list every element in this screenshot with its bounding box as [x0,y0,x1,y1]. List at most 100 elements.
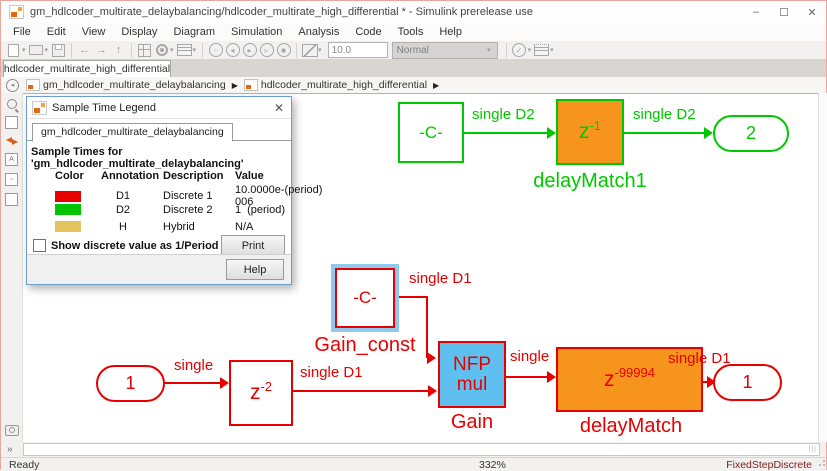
simulation-mode-value: Normal [396,44,429,56]
table-row[interactable]: D1 Discrete 1 10.0000e-006(period) [55,184,322,208]
signal-label: single D1 [300,364,363,381]
build-dropdown-icon[interactable]: ▾ [550,47,554,54]
vertical-scrollbar[interactable] [818,93,827,442]
arrowhead-icon [707,376,716,388]
signal-routing-icon[interactable] [4,136,20,146]
model-browser-toggle-icon[interactable]: ◂ [6,78,19,92]
image-annotation-icon[interactable]: ▫ [4,173,20,186]
delaymatch1-block[interactable]: z-1 [556,99,624,165]
delaymatch-block[interactable]: z-99994 [556,347,703,412]
minimize-button[interactable]: – [752,6,760,18]
block-name-gain-const[interactable]: Gain_const [314,334,416,356]
simulation-mode-select[interactable]: Normal▾ [391,41,498,59]
breadcrumb-item-root[interactable]: gm_hdlcoder_multirate_delaybalancing [43,79,226,91]
simulation-display-icon[interactable] [301,42,318,58]
inport1-block[interactable]: 1 [96,365,165,402]
zoom-icon[interactable] [4,99,20,109]
description-cell: Discrete 2 [163,203,213,216]
menu-analysis[interactable]: Analysis [298,26,340,38]
fast-restart-icon[interactable]: ◦ [207,42,224,58]
document-tab-bar: hdlcoder_multirate_high_differential [1,60,826,78]
dialog-tab[interactable]: gm_hdlcoder_multirate_delaybalancing [32,123,233,142]
dialog-title-bar[interactable]: Sample Time Legend ✕ [27,97,291,119]
wire-const1-to-delaymatch1[interactable] [464,132,547,134]
breadcrumb-separator-icon[interactable]: ▶ [433,80,440,90]
block-name-gain[interactable]: Gain [450,411,494,433]
menu-view[interactable]: View [81,26,106,38]
model-config-icon[interactable] [176,42,193,58]
maximize-button[interactable]: ☐ [779,6,789,19]
breadcrumb-separator-icon[interactable]: ▶ [231,80,238,90]
model-config-dropdown-icon[interactable]: ▾ [192,47,197,54]
table-row[interactable]: D2 Discrete 2 1(period) [55,201,287,218]
scrollbar-grip-icon: ||| [808,446,817,453]
fit-to-view-icon[interactable] [4,116,20,129]
print-button[interactable]: Print [221,235,285,256]
outport2-block[interactable]: 2 [713,115,789,152]
gain-nfp-mul-block[interactable]: NFP mul [438,341,506,408]
save-model-icon[interactable] [50,42,67,58]
status-solver[interactable]: FixedStepDiscrete [726,458,812,471]
table-row[interactable]: H Hybrid N/A [55,218,287,235]
menu-display[interactable]: Display [121,26,158,38]
wire-z2-to-gain[interactable] [293,390,428,392]
constant-block-green[interactable]: -C- [398,102,464,163]
breadcrumb-item-subsystem[interactable]: hdlcoder_multirate_high_differential [260,79,428,91]
wire-gain-to-delaymatch[interactable] [506,376,547,378]
value-cell: 10.0000e-006 [235,184,285,208]
model-advisor-dropdown-icon[interactable]: ▾ [527,47,532,54]
menu-file[interactable]: File [13,26,31,38]
new-model-dropdown-icon[interactable]: ▾ [22,47,26,54]
wire-gainconst-v[interactable] [426,296,428,358]
menu-help[interactable]: Help [439,26,462,38]
stop-icon[interactable]: ■ [275,42,292,58]
show-1-over-period-checkbox[interactable] [33,239,46,252]
new-model-icon[interactable] [5,42,22,58]
annotation-icon[interactable]: A [4,153,20,166]
open-model-icon[interactable] [28,42,45,58]
forward-icon[interactable]: → [96,44,108,56]
close-button[interactable]: ✕ [807,6,817,19]
z2-delay-block[interactable]: z-2 [229,360,293,426]
help-button[interactable]: Help [226,259,284,280]
overflow-chevrons-icon[interactable]: » [7,444,13,455]
outport1-block[interactable]: 1 [713,364,782,401]
simulation-display-dropdown-icon[interactable]: ▾ [318,47,322,54]
horizontal-scrollbar[interactable]: ||| [22,443,820,456]
wire-delaymatch1-to-outport2[interactable] [624,132,704,134]
library-browser-icon[interactable] [136,42,153,58]
tab-hdlcoder-multirate-high-differential[interactable]: hdlcoder_multirate_high_differential [3,60,171,77]
wire-gainconst-h[interactable] [399,296,428,298]
col-annotation: Annotation [101,169,160,182]
status-zoom-level: 332% [479,458,506,471]
wire-inport1-to-z2[interactable] [165,382,220,384]
model-advisor-icon[interactable]: ✓ [511,42,528,58]
area-icon[interactable] [4,193,20,206]
constant-block-green-text: -C- [419,122,443,142]
block-name-delaymatch1[interactable]: delayMatch1 [533,170,647,192]
model-settings-gear-icon[interactable] [153,42,170,58]
back-icon[interactable]: ← [79,44,91,56]
step-back-icon[interactable]: ◂ [224,42,241,58]
step-forward-icon[interactable]: ▹ [258,42,275,58]
build-board-icon[interactable] [533,42,550,58]
gain-const-block-selected[interactable]: -C- [331,264,399,332]
title-bar: gm_hdlcoder_multirate_delaybalancing/hdl… [1,1,826,23]
gain-const-block[interactable]: -C- [335,268,395,328]
wire-delaymatch-to-outport1[interactable] [703,381,708,383]
screenshot-icon[interactable] [4,425,20,436]
block-name-delaymatch[interactable]: delayMatch [579,415,683,437]
description-cell: Hybrid [163,220,195,233]
menu-code[interactable]: Code [355,26,382,38]
menu-edit[interactable]: Edit [46,26,66,38]
menu-tools[interactable]: Tools [397,26,424,38]
dialog-close-icon[interactable]: ✕ [273,100,284,115]
resize-grip-icon[interactable] [817,460,825,468]
stop-time-input[interactable] [327,42,388,58]
menu-simulation[interactable]: Simulation [231,26,283,38]
open-model-dropdown-icon[interactable]: ▾ [44,47,49,54]
menu-diagram[interactable]: Diagram [173,26,216,38]
run-icon[interactable]: ▸ [241,42,258,58]
up-to-parent-icon[interactable]: ↑ [115,44,122,56]
model-settings-dropdown-icon[interactable]: ▾ [170,47,174,54]
